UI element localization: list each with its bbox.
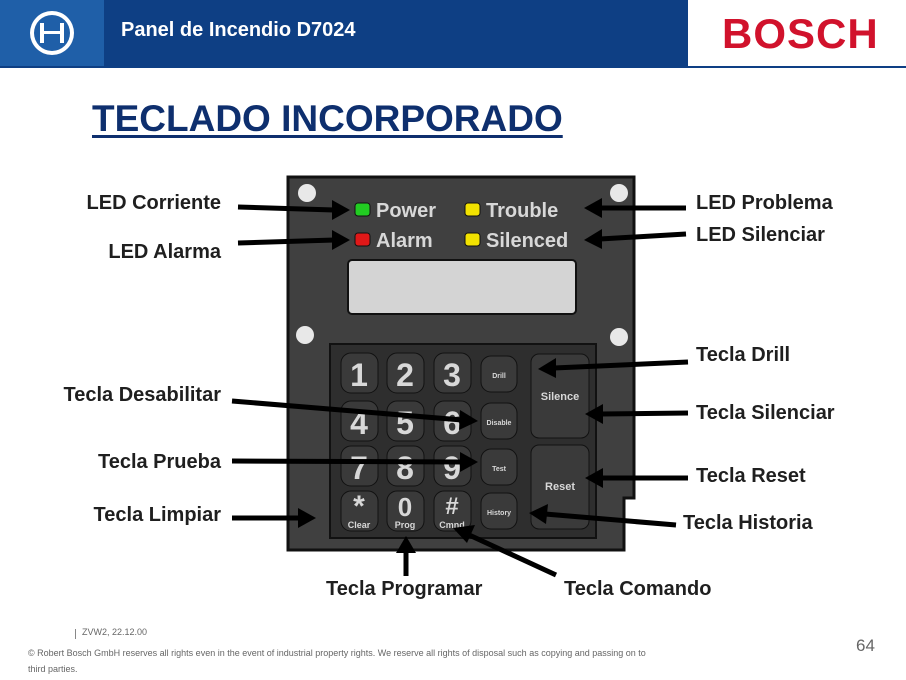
svg-text:8: 8 — [396, 450, 414, 486]
brand-logo-text: BOSCH — [722, 10, 879, 57]
svg-text:5: 5 — [396, 405, 414, 441]
led-silenced — [464, 232, 481, 247]
callout-tecla-historia: Tecla Historia — [683, 512, 813, 534]
led-alarm — [354, 232, 371, 247]
key-7 — [340, 445, 379, 487]
callout-tecla-prueba: Tecla Prueba — [97, 451, 221, 473]
led-silenced-label: Silenced — [486, 230, 568, 252]
svg-text:3: 3 — [443, 357, 461, 393]
svg-text:1: 1 — [350, 357, 368, 393]
led-power-label: Power — [376, 200, 436, 222]
svg-text:Disable: Disable — [487, 420, 512, 427]
key-5 — [386, 400, 425, 442]
callout-arrows — [231, 198, 689, 578]
svg-text:6: 6 — [443, 405, 461, 441]
callout-led-problema: LED Problema — [696, 192, 833, 214]
svg-text:Clear: Clear — [348, 520, 371, 530]
footer-copyright: © Robert Bosch GmbH reserves all rights … — [28, 648, 646, 674]
footer-tick — [75, 629, 76, 639]
key-test — [480, 448, 518, 486]
footer-date: ZVW2, 22.12.00 — [82, 627, 148, 637]
callout-tecla-programar: Tecla Programar — [326, 578, 483, 600]
svg-text:#: # — [445, 493, 458, 520]
svg-text:2: 2 — [396, 357, 414, 393]
screw-hole — [610, 328, 628, 346]
page-number: 64 — [856, 636, 875, 655]
led-power — [354, 202, 371, 217]
callout-led-corriente: LED Corriente — [86, 192, 221, 214]
bosch-armature-icon — [30, 11, 74, 55]
svg-text:Prog: Prog — [395, 520, 416, 530]
screw-hole — [610, 184, 628, 202]
lcd-display — [347, 259, 577, 315]
slide-title: TECLADO INCORPORADO — [92, 98, 563, 139]
header-divider — [0, 66, 906, 68]
key-2 — [386, 352, 425, 394]
svg-text:9: 9 — [443, 450, 461, 486]
screw-hole — [298, 184, 316, 202]
led-alarm-label: Alarm — [376, 230, 433, 252]
svg-text:Drill: Drill — [492, 373, 506, 380]
screw-hole — [296, 326, 314, 344]
led-trouble — [464, 202, 481, 217]
key-prog — [386, 490, 425, 532]
header-title: Panel de Incendio D7024 — [121, 19, 356, 41]
svg-text:0: 0 — [398, 492, 412, 522]
svg-text:7: 7 — [350, 450, 368, 486]
svg-text:Silence: Silence — [541, 391, 580, 403]
callout-tecla-limpiar: Tecla Limpiar — [93, 504, 221, 526]
key-1 — [340, 352, 379, 394]
svg-text:Reset: Reset — [545, 481, 575, 493]
header-bar — [104, 0, 688, 66]
key-history — [480, 492, 518, 530]
svg-text:*: * — [353, 490, 365, 523]
callout-tecla-silenciar: Tecla Silenciar — [696, 402, 835, 424]
led-trouble-label: Trouble — [486, 200, 558, 222]
callout-led-silenciar: LED Silenciar — [696, 224, 825, 246]
key-clear — [340, 490, 379, 532]
svg-text:Test: Test — [492, 466, 507, 473]
key-drill — [480, 355, 518, 393]
callout-tecla-comando: Tecla Comando — [564, 578, 712, 600]
key-disable — [480, 402, 518, 440]
key-silence — [530, 353, 590, 439]
callout-led-alarma: LED Alarma — [108, 241, 221, 263]
callout-tecla-desabilitar: Tecla Desabilitar — [63, 384, 221, 406]
svg-text:Cmnd: Cmnd — [439, 520, 465, 530]
callout-tecla-reset: Tecla Reset — [696, 465, 806, 487]
svg-text:History: History — [487, 510, 511, 517]
key-3 — [433, 352, 472, 394]
key-cmnd — [433, 490, 472, 532]
key-8 — [386, 445, 425, 487]
callout-tecla-drill: Tecla Drill — [696, 344, 791, 366]
